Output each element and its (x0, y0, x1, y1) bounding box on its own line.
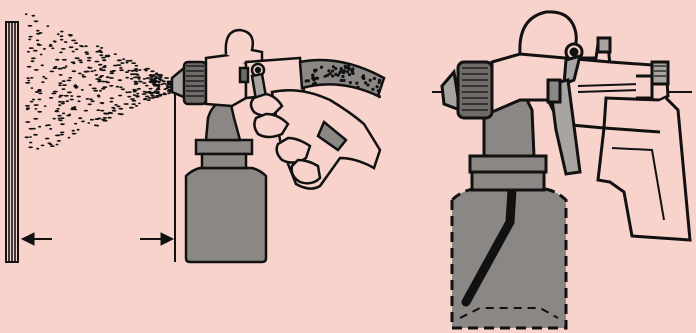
spray-gun-detail (432, 10, 692, 330)
paint-jar-dashed (450, 185, 568, 330)
wall-panel (5, 21, 19, 263)
gun-trigger (546, 42, 654, 176)
gun-head (170, 28, 306, 114)
hand (249, 89, 382, 190)
gun-nozzle (432, 60, 494, 120)
distance-indicator (20, 92, 176, 262)
spray-gun-in-hand (170, 28, 386, 264)
paint-jar (184, 98, 268, 264)
spray-mist (24, 13, 174, 150)
air-hose (298, 58, 386, 99)
jar-collar (468, 154, 548, 192)
